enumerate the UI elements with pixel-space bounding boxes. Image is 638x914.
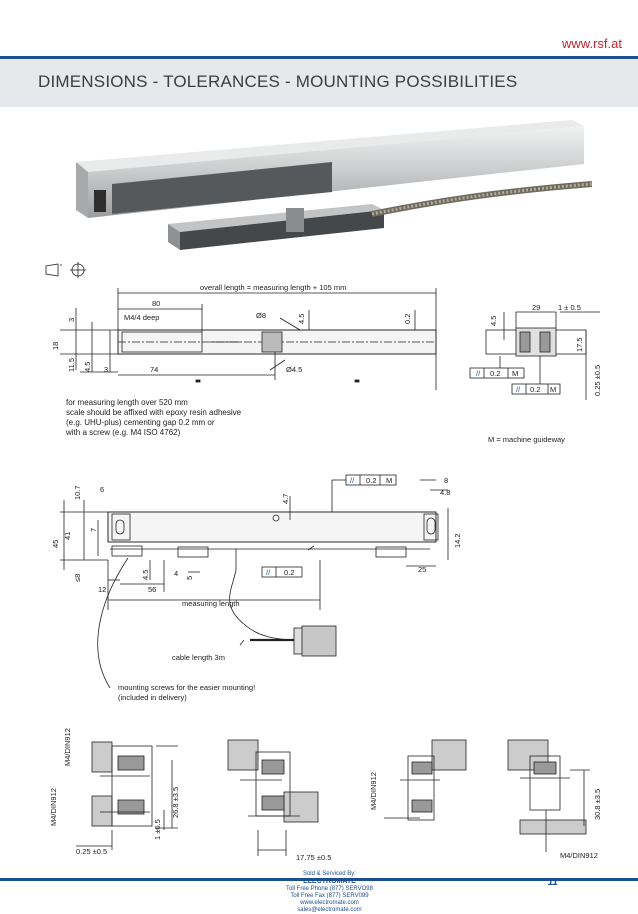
mid-dim-56: 56 — [148, 585, 156, 594]
header-bar — [0, 0, 638, 62]
dim-3b: 3 — [104, 365, 108, 374]
note-line: with a screw (e.g. M4 ISO 4762) — [66, 428, 181, 437]
measuring-length-label: measuring length — [182, 599, 240, 608]
mid-tol-ref: M — [386, 476, 392, 485]
m4-din912-d: M4/DIN912 — [560, 851, 598, 860]
website-url[interactable]: www.rsf.at — [562, 36, 622, 51]
dim-26-8: 26.8 ±3.5 — [171, 787, 180, 818]
footer-rule — [0, 878, 638, 881]
side-tol-1: 0.2 — [490, 369, 500, 378]
product-photo — [76, 120, 592, 250]
mounting-screws-label: mounting screws for the easier mounting! — [118, 683, 255, 692]
thread-label: M4/4 deep — [124, 313, 159, 322]
brand-line: sales@electromate.com — [297, 907, 362, 913]
header-rule — [0, 56, 638, 59]
side-tol-2-ref: M — [550, 385, 556, 394]
m4-din912-c: M4/DIN912 — [369, 772, 378, 810]
mid-dim-14-2: 14.2 — [453, 533, 462, 548]
mid-dim-5: 5 — [185, 576, 194, 580]
mounting-screws-sub: (included in delivery) — [118, 693, 187, 702]
mid-dim-4-5: 4.5 — [141, 570, 150, 580]
mid-dim-4: 4 — [174, 569, 178, 578]
cable-length-label: cable length 3m — [172, 653, 225, 662]
dim-80: 80 — [152, 299, 160, 308]
adhesive-note: for measuring length over 520 mm scale s… — [66, 398, 241, 438]
dim-4-5-a: 4.5 — [297, 314, 306, 324]
dim-11-5: 11.5 — [67, 358, 76, 372]
side-tol-1-ref: M — [512, 369, 518, 378]
machine-guideway-legend: M = machine guideway — [488, 435, 565, 444]
electromate-logo[interactable]: Sold & Serviced By: ELECTROMATE Toll Fre… — [286, 871, 373, 914]
brand-line: Toll Free Fax (877) SERV099 — [290, 893, 369, 899]
side-tol-2: 0.2 — [530, 385, 540, 394]
mid-tol-2: 0.2 — [284, 568, 294, 577]
mid-dim-4-8: 4.8 — [440, 488, 450, 497]
note-line: for measuring length over 520 mm — [66, 398, 188, 407]
overall-length-label: overall length = measuring length + 105 … — [200, 283, 346, 292]
dim-3: 3 — [67, 318, 76, 322]
mid-dim-4-7: 4.7 — [281, 494, 290, 504]
mid-dim-8: 8 — [444, 476, 448, 485]
dia-8: Ø8 — [256, 311, 266, 320]
dim-74: 74 — [150, 365, 158, 374]
side-dim-025: 0.25 ±0.5 — [593, 365, 602, 396]
page-number: 11 — [547, 877, 558, 888]
side-dim-17-5: 17.5 — [575, 337, 584, 352]
mid-parallel-icon: // — [350, 476, 355, 485]
title-band — [0, 59, 638, 107]
note-line: (e.g. UHU-plus) cementing gap 0.2 mm or — [66, 418, 215, 427]
mid-dim-7: 7 — [89, 528, 98, 532]
mid-dim-25: 25 — [418, 565, 426, 574]
parallel-icon-2: // — [516, 385, 521, 394]
brand-name: ELECTROMATE — [303, 878, 356, 885]
dim-0-2: 0.2 — [403, 314, 412, 324]
mid-dim-10-7: 10.7 — [73, 485, 82, 500]
parallel-icon: // — [476, 369, 481, 378]
side-dim-29: 29 — [532, 303, 540, 312]
page-title: DIMENSIONS - TOLERANCES - MOUNTING POSSI… — [38, 72, 518, 91]
mid-parallel-icon-2: // — [266, 568, 271, 577]
dim-17-75: 17.75 ±0.5 — [296, 853, 331, 862]
mid-dim-45: 45 — [51, 540, 60, 548]
m4-din912-b: M4/DIN912 — [63, 728, 72, 766]
side-dim-1-05: 1 ± 0.5 — [558, 303, 581, 312]
m4-din912-a: M4/DIN912 — [49, 788, 58, 826]
dim-18: 18 — [51, 342, 60, 350]
mid-tol: 0.2 — [366, 476, 376, 485]
mid-dim-12: 12 — [98, 585, 106, 594]
mid-dim-le8: ≤8 — [73, 574, 82, 582]
brand-line: www.electromate.com — [300, 900, 359, 906]
brand-line: Sold & Serviced By: — [302, 871, 356, 877]
note-line: scale should be affixed with epoxy resin… — [66, 408, 242, 417]
dim-4-5-b: 4.5 — [83, 362, 92, 372]
mid-dim-41: 41 — [63, 532, 72, 540]
dia-4-5: Ø4.5 — [286, 365, 302, 374]
dim-1-05: 1 ±0.5 — [153, 819, 162, 840]
dim-30-8: 30.8 ±3.5 — [593, 789, 602, 820]
side-dim-4-5: 4.5 — [489, 316, 498, 326]
mid-dim-6: 6 — [100, 485, 104, 494]
brand-line: Toll Free Phone (877) SERVO98 — [286, 886, 373, 892]
dim-025: 0.25 ±0.5 — [76, 847, 107, 856]
projection-symbol-icon — [45, 262, 86, 278]
